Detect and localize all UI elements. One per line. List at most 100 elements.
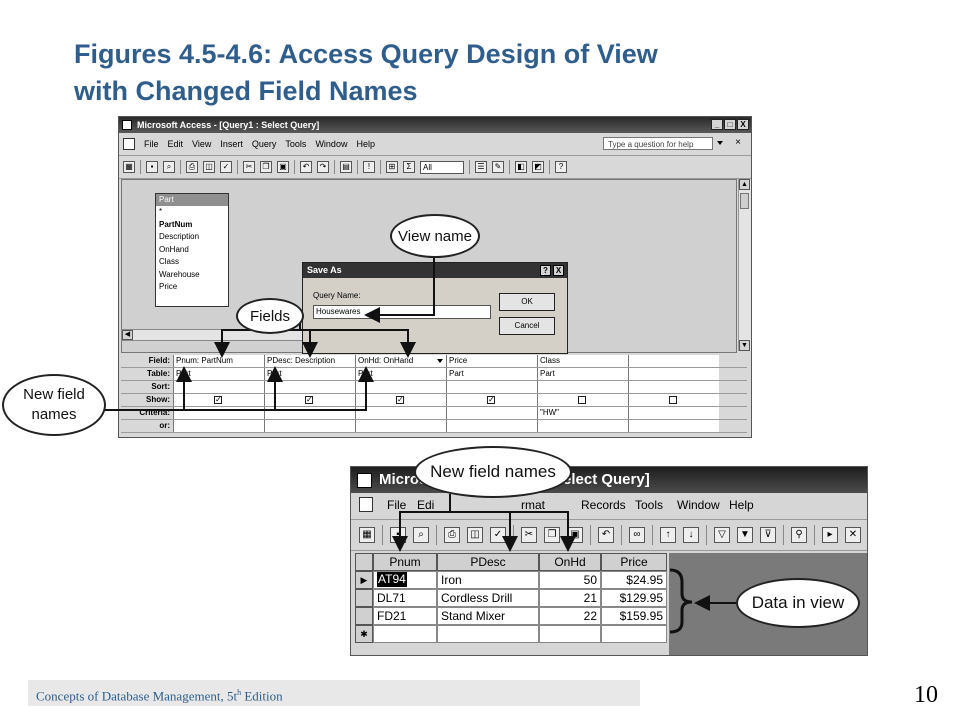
save-icon[interactable]: ▪ <box>390 527 406 543</box>
help-icon[interactable]: ? <box>555 161 567 173</box>
cell-price[interactable]: $129.95 <box>601 589 667 607</box>
query-type-icon[interactable]: ▤ <box>340 161 352 173</box>
show-checkbox[interactable] <box>669 396 677 404</box>
show-checkbox[interactable]: ✓ <box>487 395 495 404</box>
delete-record-icon[interactable]: ✕ <box>845 527 861 543</box>
cut-icon[interactable]: ✂ <box>243 161 255 173</box>
print-icon[interactable]: ⎙ <box>186 161 198 173</box>
select-all-box[interactable] <box>355 553 373 571</box>
menu-edit[interactable]: Edit <box>167 139 184 149</box>
grid-criteria-cell[interactable] <box>355 407 446 419</box>
close-icon[interactable]: × <box>735 137 741 148</box>
menu-window[interactable]: Window <box>677 498 720 512</box>
grid-table-cell[interactable]: Part <box>446 368 537 380</box>
grid-criteria-cell[interactable] <box>173 407 264 419</box>
cancel-button[interactable]: Cancel <box>499 317 555 335</box>
menu-view[interactable]: View <box>192 139 212 149</box>
new-record-icon[interactable]: ▸ <box>822 527 838 543</box>
cut-icon[interactable]: ✂ <box>521 527 537 543</box>
spelling-icon[interactable]: ✓ <box>220 161 232 173</box>
field-list-item-warehouse[interactable]: Warehouse <box>159 269 200 279</box>
cell-onhd[interactable]: 50 <box>539 571 601 589</box>
grid-sort-cell[interactable] <box>446 381 537 393</box>
table-row[interactable]: DL71 Cordless Drill 21 $129.95 <box>355 589 667 607</box>
minimize-button[interactable]: _ <box>711 119 723 130</box>
grid-criteria-cell[interactable] <box>628 407 719 419</box>
spelling-icon[interactable]: ✓ <box>490 527 506 543</box>
table-pane-vertical-scrollbar[interactable]: ▲ ▼ <box>738 179 751 351</box>
grid-sort-cell[interactable] <box>355 381 446 393</box>
menu-tools[interactable]: Tools <box>285 139 307 149</box>
filter-by-form-icon[interactable]: ▼ <box>737 527 753 543</box>
menu-file[interactable]: File <box>144 139 159 149</box>
cell-pnum[interactable] <box>373 625 437 643</box>
grid-or-cell[interactable] <box>628 420 719 432</box>
print-preview-icon[interactable]: ◫ <box>203 161 215 173</box>
help-button[interactable]: ? <box>540 265 551 276</box>
grid-or-cell[interactable] <box>173 420 264 432</box>
hyperlink-icon[interactable]: ∞ <box>629 527 645 543</box>
paste-icon[interactable]: ▣ <box>567 527 583 543</box>
show-table-icon[interactable]: ⊞ <box>386 161 398 173</box>
record-selector[interactable]: ▶ <box>355 571 373 589</box>
cell-price[interactable]: $24.95 <box>601 571 667 589</box>
apply-filter-icon[interactable]: ⊽ <box>760 527 776 543</box>
view-icon[interactable]: ▦ <box>359 527 375 543</box>
grid-sort-cell[interactable] <box>628 381 719 393</box>
grid-criteria-cell[interactable] <box>264 407 355 419</box>
search-icon[interactable]: ⌕ <box>413 527 429 543</box>
part-table-fieldlist[interactable]: Part * PartNum Description OnHand Class … <box>155 193 229 307</box>
cell-onhd[interactable]: 22 <box>539 607 601 625</box>
menu-edit[interactable]: Edi <box>417 498 435 512</box>
query-name-input[interactable]: Housewares <box>313 305 491 319</box>
cell-pnum[interactable]: FD21 <box>373 607 437 625</box>
field-list-item-description[interactable]: Description <box>159 232 200 241</box>
menu-insert[interactable]: Insert <box>220 139 243 149</box>
grid-table-cell[interactable]: Part <box>355 368 446 380</box>
grid-table-cell[interactable]: Part <box>264 368 355 380</box>
scroll-left-icon[interactable]: ◀ <box>122 330 133 340</box>
run-icon[interactable]: ! <box>363 161 375 173</box>
cell-onhd[interactable]: 21 <box>539 589 601 607</box>
top-values-combo[interactable]: All <box>420 160 464 174</box>
show-checkbox[interactable]: ✓ <box>305 395 313 404</box>
search-icon[interactable]: ⌕ <box>163 161 175 173</box>
grid-or-cell[interactable] <box>264 420 355 432</box>
record-selector[interactable] <box>355 607 373 625</box>
filter-by-selection-icon[interactable]: ▽ <box>714 527 730 543</box>
print-icon[interactable]: ⎙ <box>444 527 460 543</box>
cell-pdesc[interactable]: Stand Mixer <box>437 607 539 625</box>
field-list-item-onhand[interactable]: OnHand <box>159 244 189 254</box>
ask-question-input[interactable]: Type a question for help <box>603 137 713 150</box>
cell-pdesc[interactable] <box>437 625 539 643</box>
totals-icon[interactable]: Σ <box>403 161 415 173</box>
print-preview-icon[interactable]: ◫ <box>467 527 483 543</box>
table-row[interactable]: FD21 Stand Mixer 22 $159.95 <box>355 607 667 625</box>
grid-field-cell[interactable] <box>628 355 719 367</box>
copy-icon[interactable]: ❐ <box>260 161 272 173</box>
grid-criteria-cell[interactable] <box>446 407 537 419</box>
grid-field-cell[interactable]: Pnum: PartNum <box>173 355 264 367</box>
column-header-pnum[interactable]: Pnum <box>373 553 437 571</box>
record-selector[interactable] <box>355 589 373 607</box>
cell-price[interactable] <box>601 625 667 643</box>
properties-icon[interactable]: ☰ <box>475 161 487 173</box>
cell-pnum[interactable]: DL71 <box>373 589 437 607</box>
menu-help[interactable]: Help <box>356 139 375 149</box>
grid-table-cell[interactable] <box>628 368 719 380</box>
scroll-down-icon[interactable]: ▼ <box>739 340 750 351</box>
grid-field-cell[interactable]: PDesc: Description <box>264 355 355 367</box>
scroll-thumb[interactable] <box>740 193 749 209</box>
scroll-up-icon[interactable]: ▲ <box>739 179 750 190</box>
cell-pdesc[interactable]: Iron <box>437 571 539 589</box>
show-checkbox[interactable]: ✓ <box>396 395 404 404</box>
find-icon[interactable]: ⚲ <box>791 527 807 543</box>
close-button[interactable]: X <box>737 119 749 130</box>
grid-field-cell[interactable]: Price <box>446 355 537 367</box>
field-list-item-class[interactable]: Class <box>159 257 180 266</box>
column-header-onhd[interactable]: OnHd <box>539 553 601 571</box>
sort-ascending-icon[interactable]: ↑ <box>660 527 676 543</box>
show-checkbox[interactable]: ✓ <box>214 395 222 404</box>
menu-file[interactable]: File <box>387 498 407 512</box>
build-icon[interactable]: ✎ <box>492 161 504 173</box>
